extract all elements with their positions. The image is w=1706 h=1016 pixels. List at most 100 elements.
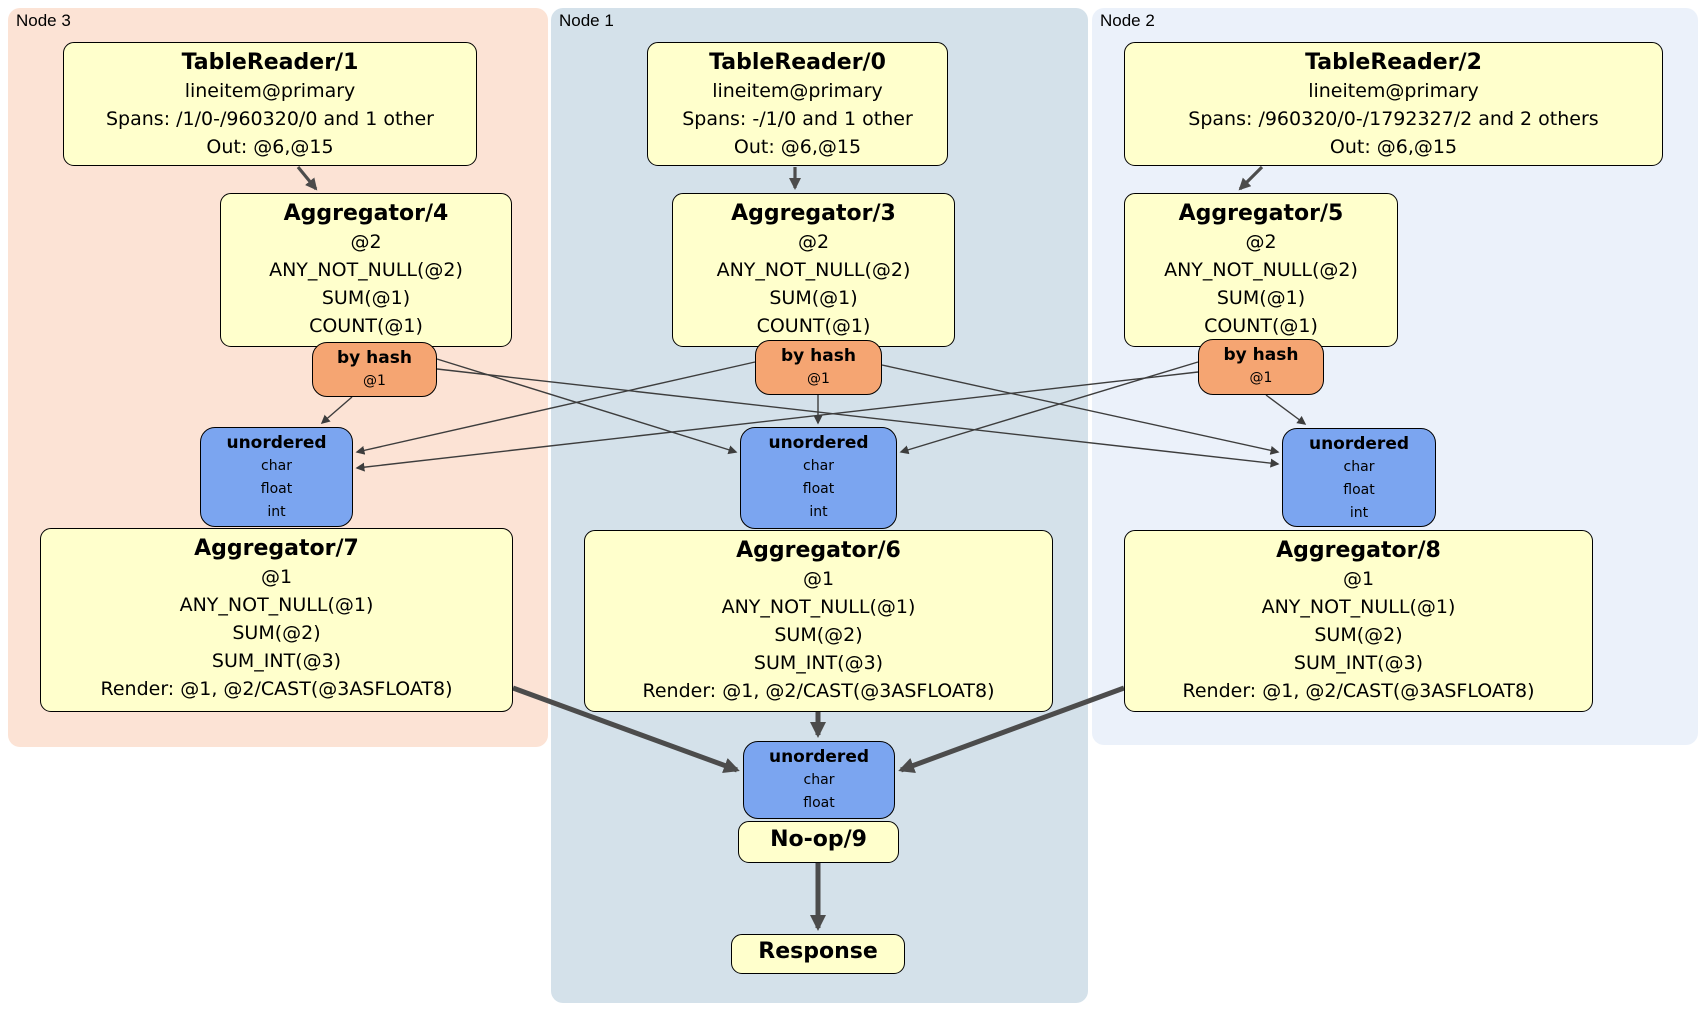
plan-edge — [1238, 165, 1264, 191]
box-line: SUM(@2) — [232, 622, 321, 644]
hash-router-node2: by hash @1 — [1198, 339, 1324, 395]
box-title: TableReader/1 — [181, 50, 359, 75]
box-line: Spans: /1/0-/960320/0 and 1 other — [106, 108, 434, 130]
sync-line: int — [1349, 505, 1369, 521]
box-line: ANY_NOT_NULL(@1) — [179, 594, 374, 616]
box-line: ANY_NOT_NULL(@2) — [716, 259, 911, 281]
plan-edge — [898, 685, 1125, 774]
box-title: Response — [758, 939, 878, 964]
aggregator-7-box: Aggregator/7 @1 ANY_NOT_NULL(@1) SUM(@2)… — [40, 528, 513, 712]
plan-edge — [881, 364, 1280, 455]
box-line: Render: @1, @2/CAST(@3ASFLOAT8) — [1182, 680, 1535, 702]
node-2-label: Node 2 — [1100, 11, 1155, 30]
box-line: SUM(@1) — [321, 287, 411, 309]
box-line: @1 — [260, 566, 293, 588]
box-line: COUNT(@1) — [756, 315, 871, 337]
router-title: by hash — [337, 348, 412, 368]
plan-edge — [436, 368, 1280, 468]
aggregator-4-box: Aggregator/4 @2 ANY_NOT_NULL(@2) SUM(@1)… — [220, 193, 512, 347]
box-line: SUM_INT(@3) — [211, 650, 342, 672]
box-title: Aggregator/4 — [283, 201, 449, 226]
sync-line: char — [261, 458, 292, 474]
sync-title: unordered — [768, 433, 869, 453]
unordered-sync-node1: unordered char float int — [740, 427, 897, 529]
tablereader-2-box: TableReader/2 lineitem@primary Spans: /9… — [1124, 42, 1663, 166]
response-box: Response — [731, 934, 905, 974]
box-line: ANY_NOT_NULL(@1) — [721, 596, 916, 618]
sync-line: float — [1343, 482, 1375, 498]
router-line: @1 — [807, 371, 830, 387]
box-line: SUM(@2) — [1314, 624, 1403, 646]
sync-title: unordered — [226, 433, 327, 453]
sync-line: float — [260, 481, 293, 497]
box-line: SUM(@2) — [774, 624, 863, 646]
box-title: No-op/9 — [770, 827, 867, 852]
unordered-sync-node2: unordered char float int — [1282, 428, 1436, 527]
box-line: Out: @6,@15 — [733, 136, 862, 158]
node-3-label: Node 3 — [16, 11, 71, 30]
router-line: @1 — [1249, 370, 1273, 386]
unordered-sync-node3: unordered char float int — [200, 427, 353, 527]
sync-title: unordered — [1308, 434, 1410, 454]
box-line: COUNT(@1) — [309, 315, 423, 337]
plan-edge — [320, 396, 353, 424]
box-line: ANY_NOT_NULL(@1) — [1261, 596, 1456, 618]
box-line: @1 — [1342, 568, 1375, 590]
box-line: SUM(@1) — [769, 287, 858, 309]
plan-edge — [512, 685, 740, 774]
plan-edge — [296, 165, 318, 191]
box-title: TableReader/0 — [709, 50, 886, 75]
box-line: ANY_NOT_NULL(@2) — [269, 259, 463, 281]
box-title: Aggregator/5 — [1178, 201, 1344, 226]
noop-9-box: No-op/9 — [738, 821, 899, 863]
tablereader-0-box: TableReader/0 lineitem@primary Spans: -/… — [647, 42, 948, 166]
box-line: Render: @1, @2/CAST(@3ASFLOAT8) — [642, 680, 995, 702]
unordered-sync-final: unordered char float — [743, 741, 895, 819]
router-line: @1 — [363, 373, 386, 389]
plan-edge — [355, 371, 1199, 472]
tablereader-1-box: TableReader/1 lineitem@primary Spans: /1… — [63, 42, 477, 166]
sync-line: int — [267, 504, 286, 520]
box-line: lineitem@primary — [1308, 80, 1479, 102]
box-line: Spans: -/1/0 and 1 other — [682, 108, 913, 130]
box-title: Aggregator/7 — [194, 536, 359, 561]
box-line: @2 — [350, 231, 382, 253]
sync-title: unordered — [768, 747, 870, 767]
sync-line: char — [1343, 459, 1375, 475]
box-line: SUM_INT(@3) — [1293, 652, 1424, 674]
box-title: Aggregator/6 — [736, 538, 901, 563]
aggregator-5-box: Aggregator/5 @2 ANY_NOT_NULL(@2) SUM(@1)… — [1124, 193, 1398, 347]
box-line: @2 — [797, 231, 830, 253]
aggregator-8-box: Aggregator/8 @1 ANY_NOT_NULL(@1) SUM(@2)… — [1124, 530, 1593, 712]
hash-router-node3: by hash @1 — [312, 342, 437, 397]
plan-edge — [1265, 394, 1307, 425]
box-title: Aggregator/8 — [1276, 538, 1441, 563]
box-title: Aggregator/3 — [731, 201, 896, 226]
box-line: SUM(@1) — [1216, 287, 1306, 309]
box-line: Render: @1, @2/CAST(@3ASFLOAT8) — [100, 678, 453, 700]
aggregator-3-box: Aggregator/3 @2 ANY_NOT_NULL(@2) SUM(@1)… — [672, 193, 955, 347]
box-line: COUNT(@1) — [1204, 315, 1318, 337]
box-line: lineitem@primary — [712, 80, 883, 102]
router-title: by hash — [781, 346, 856, 366]
aggregator-6-box: Aggregator/6 @1 ANY_NOT_NULL(@1) SUM(@2)… — [584, 530, 1053, 712]
box-title: TableReader/2 — [1305, 50, 1482, 75]
box-line: @1 — [802, 568, 835, 590]
node-1-label: Node 1 — [559, 11, 614, 30]
box-line: Spans: /960320/0-/1792327/2 and 2 others — [1188, 108, 1599, 130]
box-line: Out: @6,@15 — [1329, 136, 1458, 158]
box-line: ANY_NOT_NULL(@2) — [1164, 259, 1358, 281]
router-title: by hash — [1223, 345, 1299, 365]
sync-line: char — [803, 772, 835, 788]
sync-line: float — [802, 481, 835, 497]
box-line: SUM_INT(@3) — [753, 652, 884, 674]
box-line: Out: @6,@15 — [206, 136, 334, 158]
sync-line: int — [809, 504, 828, 520]
box-line: @2 — [1245, 231, 1277, 253]
plan-edge — [355, 361, 756, 455]
box-line: lineitem@primary — [184, 80, 356, 102]
hash-router-node1: by hash @1 — [755, 340, 882, 395]
plan-edge — [436, 358, 738, 455]
